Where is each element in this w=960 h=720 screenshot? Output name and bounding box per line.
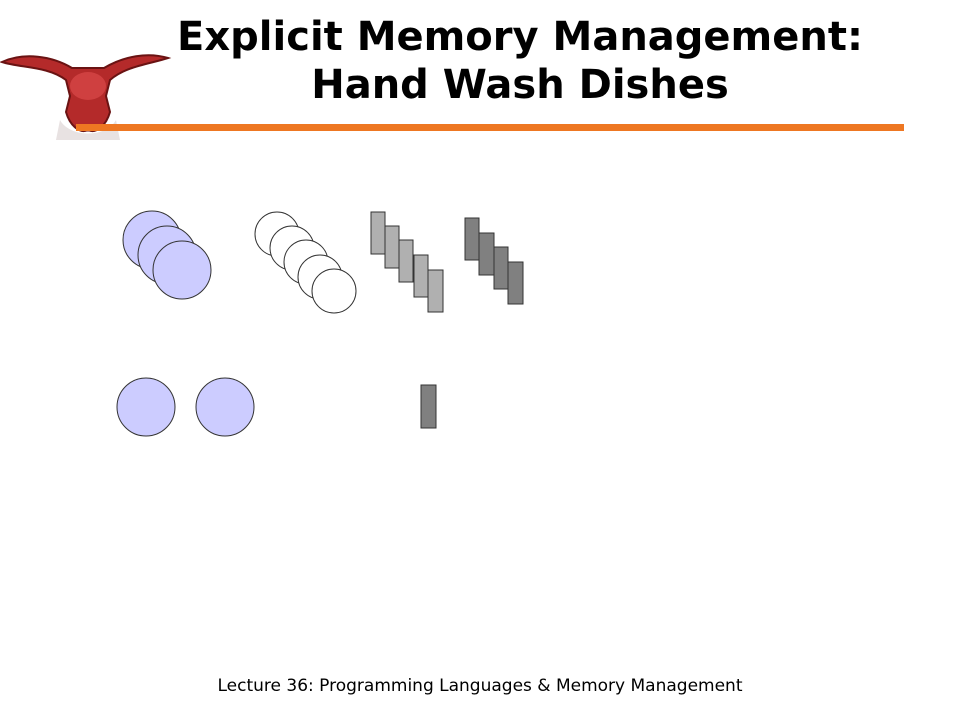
longhorn-icon (0, 54, 172, 140)
longhorn-shadow (56, 120, 120, 140)
slide-title-line1: Explicit Memory Management: (177, 14, 863, 60)
light-utensil (427, 269, 444, 313)
dark-utensil (507, 261, 524, 305)
white-plate (311, 268, 357, 314)
dark-utensil (478, 232, 495, 276)
washed-blue-plate (116, 377, 176, 437)
dark-gray-utensil-stack (464, 217, 524, 305)
slide-footer: Lecture 36: Programming Languages & Memo… (217, 676, 743, 696)
dark-utensil (493, 246, 509, 290)
light-utensil (398, 239, 414, 283)
light-utensil (384, 225, 400, 269)
blue-plate-stack (122, 210, 212, 300)
light-utensil (413, 254, 429, 298)
dark-utensil (464, 217, 480, 261)
blue-plate (152, 240, 212, 300)
longhorn-face (70, 72, 106, 100)
light-utensil (370, 211, 386, 255)
slide-title-line2: Hand Wash Dishes (311, 62, 729, 108)
washed-blue-plate (195, 377, 255, 437)
light-gray-utensil-stack (370, 211, 444, 313)
washed-dark-utensil (420, 384, 437, 429)
accent-bar (76, 124, 904, 131)
white-plate-stack (254, 211, 357, 314)
